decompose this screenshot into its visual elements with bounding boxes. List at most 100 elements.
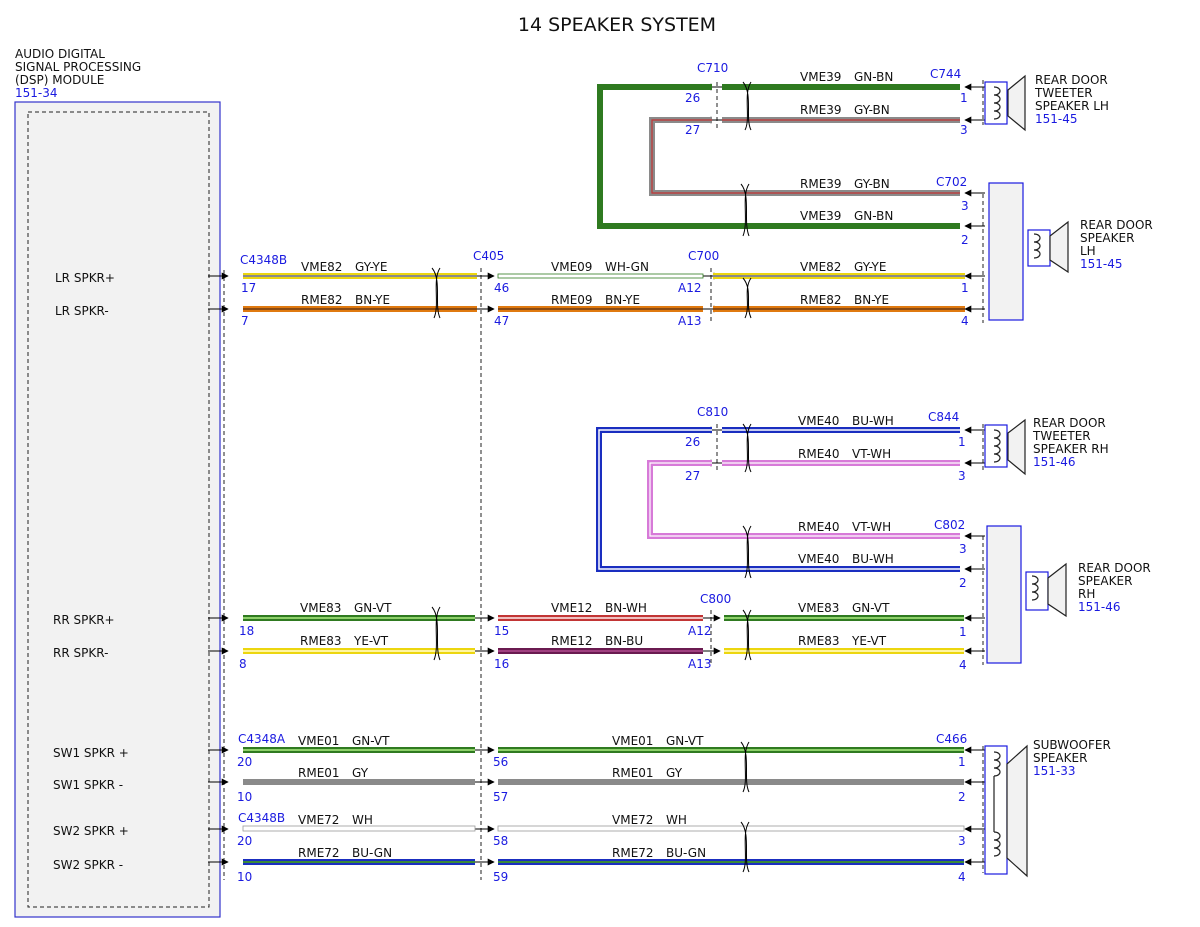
dsp-module-name-1: AUDIO DIGITAL [15, 47, 105, 61]
color-wh-gn: WH-GN [605, 260, 649, 274]
pin-10-c4348b: 10 [237, 870, 252, 884]
color-bn-ye-c: BN-YE [854, 293, 889, 307]
dsp-module-name-2: SIGNAL PROCESSING [15, 60, 141, 74]
speaker-tweeter-rh-line1: REAR DOOR [1033, 416, 1106, 430]
connector-dash-lines [223, 80, 984, 880]
circuit-vme82-a: VME82 [301, 260, 342, 274]
speaker-lh-line1: REAR DOOR [1080, 218, 1153, 232]
speaker-tweeter-rh-line2: TWEETER [1032, 429, 1091, 443]
speaker-tweeter-lh-line1: REAR DOOR [1035, 73, 1108, 87]
color-gn-bn-a: GN-BN [854, 70, 893, 84]
pin-a12-c800: A12 [688, 624, 711, 638]
pin-46: 46 [494, 281, 509, 295]
connector-c844: C844 [928, 410, 959, 424]
circuit-vme72-b: VME72 [612, 813, 653, 827]
circuit-rme01-a: RME01 [298, 766, 340, 780]
color-wh-b: WH [666, 813, 687, 827]
speaker-subwoofer-line1: SUBWOOFER [1033, 738, 1111, 752]
pin-1-c844: 1 [958, 435, 966, 449]
pin-3-c466: 3 [958, 834, 966, 848]
connector-c810: C810 [697, 405, 728, 419]
wire-vme83-rr-pos [243, 615, 964, 621]
pin-20-c4348a: 20 [237, 755, 252, 769]
circuit-vme83-a: VME83 [300, 601, 341, 615]
pin-4-c702: 4 [961, 314, 969, 328]
speaker-lh-ref: 151-45 [1080, 257, 1123, 271]
circuit-rme72-a: RME72 [298, 846, 340, 860]
wire-rme72-sw2-neg [243, 859, 964, 865]
circuit-rme82-a: RME82 [301, 293, 343, 307]
color-gy-ye-a: GY-YE [355, 260, 387, 274]
speaker-tweeter-rh [984, 418, 1026, 476]
connector-c405: C405 [473, 249, 504, 263]
color-bu-wh-b: BU-WH [852, 552, 894, 566]
speaker-tweeter-lh-ref: 151-45 [1035, 112, 1078, 126]
speaker-lh [988, 182, 1069, 321]
pin-label-rr-spkr-pos: RR SPKR+ [53, 613, 115, 627]
circuit-vme01-a: VME01 [298, 734, 339, 748]
pin-20-c4348b: 20 [237, 834, 252, 848]
pin-26-c710: 26 [685, 91, 700, 105]
pin-1-c802: 1 [959, 625, 967, 639]
circuit-rme83-b: RME83 [798, 634, 840, 648]
pin-56: 56 [493, 755, 508, 769]
pin-2-c702: 2 [961, 233, 969, 247]
color-bn-wh: BN-WH [605, 601, 647, 615]
wire-vme40-tracer [598, 429, 960, 570]
module-pin-arrows [208, 272, 229, 866]
speaker-tweeter-rh-line3: SPEAKER RH [1033, 442, 1109, 456]
circuit-rme83-a: RME83 [300, 634, 342, 648]
wire-rme82-lr-neg [243, 306, 965, 312]
pin-label-sw1-spkr-pos: SW1 SPKR + [53, 746, 129, 760]
speaker-rh [986, 525, 1067, 664]
pin-15: 15 [494, 624, 509, 638]
pin-4-c466: 4 [958, 870, 966, 884]
color-wh-a: WH [352, 813, 373, 827]
circuit-vme39-a: VME39 [800, 70, 841, 84]
speaker-rh-line2: SPEAKER [1078, 574, 1132, 588]
pin-label-rr-spkr-neg: RR SPKR- [53, 646, 108, 660]
color-ye-vt-a: YE-VT [353, 634, 389, 648]
connector-c4348b-bottom: C4348B [238, 811, 285, 825]
pin-10-c4348a: 10 [237, 790, 252, 804]
circuit-vme39-b: VME39 [800, 209, 841, 223]
pin-59: 59 [493, 870, 508, 884]
pin-3-c744: 3 [960, 123, 968, 137]
circuit-rme09: RME09 [551, 293, 593, 307]
connector-c4348b-top: C4348B [240, 253, 287, 267]
circuit-rme01-b: RME01 [612, 766, 654, 780]
pin-a13-c800: A13 [688, 657, 711, 671]
circuit-vme72-a: VME72 [298, 813, 339, 827]
pin-3-c702: 3 [961, 199, 969, 213]
pin-27-c710: 27 [685, 123, 700, 137]
wire-rme01-sw1-neg [243, 779, 964, 785]
pin-1-c466: 1 [958, 755, 966, 769]
pin-18: 18 [239, 624, 254, 638]
wire-rme83-rr-neg [243, 648, 964, 654]
dsp-module: AUDIO DIGITAL SIGNAL PROCESSING (DSP) MO… [14, 47, 221, 918]
color-vt-wh-a: VT-WH [852, 447, 891, 461]
connector-c800: C800 [700, 592, 731, 606]
pin-26-c810: 26 [685, 435, 700, 449]
circuit-rme39-b: RME39 [800, 177, 842, 191]
pin-label-sw2-spkr-pos: SW2 SPKR + [53, 824, 129, 838]
circuit-rme40-b: RME40 [798, 520, 840, 534]
connector-c700: C700 [688, 249, 719, 263]
circuit-vme40-b: VME40 [798, 552, 839, 566]
circuit-vme83-b: VME83 [798, 601, 839, 615]
color-bu-wh-a: BU-WH [852, 414, 894, 428]
wire-vme39-gn-bn [597, 84, 960, 229]
circuit-vme12: VME12 [551, 601, 592, 615]
speaker-subwoofer-ref: 151-33 [1033, 764, 1076, 778]
circuit-rme39-a: RME39 [800, 103, 842, 117]
pin-1-c744: 1 [960, 91, 968, 105]
pin-1-c702: 1 [961, 281, 969, 295]
wire-vme01-sw1-pos [243, 747, 964, 753]
color-ye-vt-b: YE-VT [851, 634, 887, 648]
connector-c466: C466 [936, 732, 967, 746]
pin-17: 17 [241, 281, 256, 295]
diagram-title: 14 SPEAKER SYSTEM [518, 14, 716, 36]
circuit-vme82-b: VME82 [800, 260, 841, 274]
speaker-lh-line3: LH [1080, 244, 1096, 258]
connector-c710: C710 [697, 61, 728, 75]
